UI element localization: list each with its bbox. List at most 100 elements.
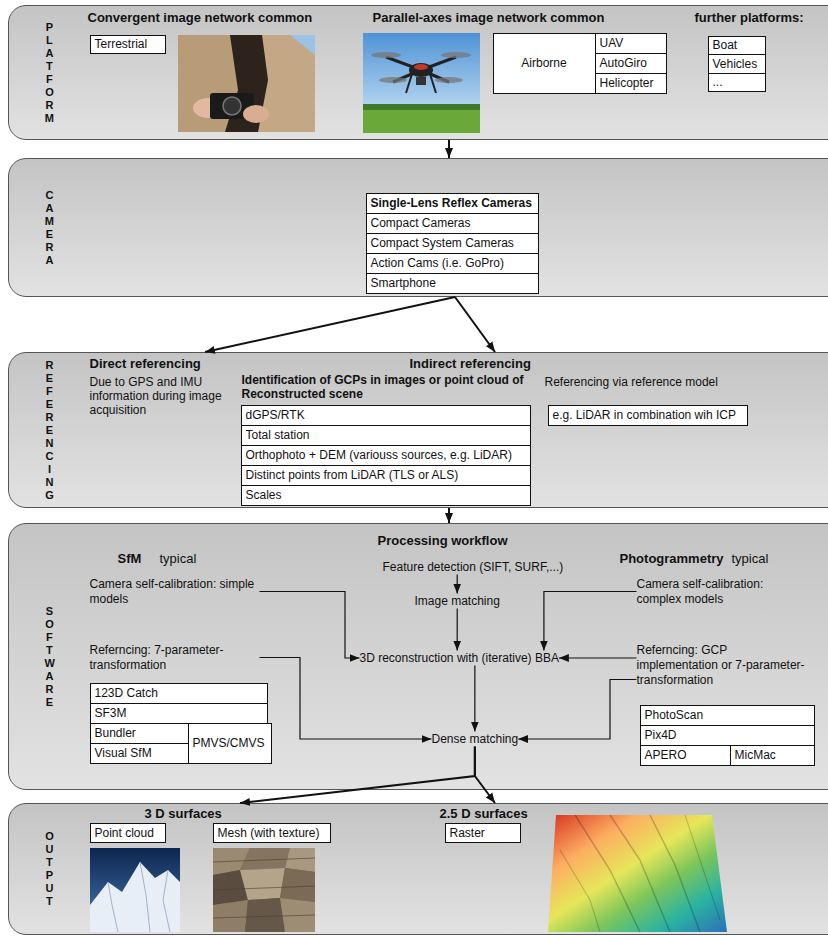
heading-text: further platforms: — [695, 10, 804, 25]
workflow-step: Camera self-calibration: simple models — [90, 577, 260, 607]
drone-photo-part — [441, 52, 471, 58]
label-box: Airborne — [493, 33, 596, 94]
heading-text: Identification of GCPs in images or poin… — [242, 373, 542, 401]
box-label: Smartphone — [371, 276, 436, 290]
drone-photo-part — [430, 74, 436, 93]
box-label: Compact Cameras — [371, 216, 471, 230]
box-label: Pix4D — [645, 728, 677, 742]
drone-photo-part — [416, 77, 426, 85]
connector-arrow — [518, 680, 636, 740]
label-box: Terrestrial — [90, 35, 166, 54]
drone-photo-part — [414, 64, 428, 70]
label-box: Smartphone — [366, 273, 539, 294]
box-label: Bundler — [95, 726, 136, 740]
box-label: PhotoScan — [645, 708, 704, 722]
rock-photo-part — [223, 97, 241, 115]
drone-photo-part — [409, 63, 433, 77]
workflow-step: Camera self-calibration: complex models — [637, 577, 807, 607]
text-slot: Referencing via reference model — [545, 375, 718, 389]
box-label: Compact System Cameras — [371, 236, 514, 250]
connector-arrow — [205, 297, 455, 352]
text-slot: Identification of GCPs in images or poin… — [242, 373, 542, 401]
connector-arrow — [260, 658, 432, 740]
point-cloud-photo-part — [90, 848, 180, 932]
label-box: Boat — [708, 36, 766, 55]
label-box: Pix4D — [640, 725, 815, 746]
heading-text: Direct referencing — [90, 356, 201, 371]
heading-text: 2.5 D surfaces — [440, 806, 528, 821]
section-label: CAMERA — [45, 189, 55, 267]
heading-text: Parallel-axes image network common — [373, 10, 605, 25]
step-text: Camera self-calibration: complex models — [637, 577, 807, 607]
heading-text: typical — [160, 551, 197, 566]
box-label: Orthophoto + DEM (variouss sources, e.g.… — [246, 448, 512, 462]
box-label: Action Cams (i.e. GoPro) — [371, 256, 504, 270]
mesh-photo-part — [213, 858, 315, 862]
connector-arrow — [455, 297, 495, 352]
rock-photo-part — [290, 35, 315, 55]
box-label: Boat — [713, 38, 738, 52]
text-slot: Direct referencing — [90, 356, 201, 371]
point-cloud-photo-part — [90, 862, 180, 932]
label-box: APERO — [640, 745, 731, 766]
section-band: SOFTWARE SfM typical Processing workflowPho… — [8, 523, 828, 790]
connector-arrow — [240, 747, 475, 804]
box-label: ... — [713, 75, 723, 89]
dem-raster-image-part — [575, 815, 640, 932]
text-slot: Processing workflow — [378, 533, 508, 548]
drone-photo-part — [363, 33, 480, 133]
section-band: CAMERA Single-Lens Reflex CamerasCompact … — [8, 158, 828, 297]
box-label: Distinct points from LiDAR (TLS or ALS) — [246, 468, 459, 482]
rock-photo — [178, 35, 315, 132]
box-label: e.g. LiDAR in combination wih ICP — [553, 408, 736, 422]
step-text: Dense matching — [432, 732, 519, 747]
drone-photo-part — [379, 77, 407, 83]
label-box: Distinct points from LiDAR (TLS or ALS) — [241, 465, 531, 486]
text-slot: SOFTWARE — [45, 605, 55, 709]
box-label: Point cloud — [95, 826, 154, 840]
box-label: Vehicles — [713, 57, 758, 71]
box-label: Mesh (with texture) — [218, 826, 320, 840]
text-slot: SfM — [118, 551, 142, 566]
point-cloud-photo — [90, 848, 180, 932]
mesh-photo-part — [280, 868, 315, 902]
heading-text: Due to GPS and IMU information during im… — [90, 375, 238, 417]
text-slot: OUTPUT — [45, 830, 55, 908]
heading-text: Convergent image network common — [88, 10, 313, 25]
box-label: UAV — [600, 36, 624, 50]
drone-photo-part — [435, 77, 463, 83]
connector-arrow — [260, 592, 360, 659]
text-slot: Photogrammetry — [620, 551, 724, 566]
box-label: Scales — [246, 488, 282, 502]
dem-raster-image-part — [685, 815, 720, 920]
label-box: Compact System Cameras — [366, 233, 539, 254]
label-box: Helicopter — [595, 73, 667, 94]
workflow-step: 3D reconstruction with (iterative) BBA — [360, 651, 559, 666]
text-slot: 2.5 D surfaces — [440, 806, 528, 821]
box-label: Total station — [246, 428, 310, 442]
point-cloud-photo-part — [163, 870, 170, 932]
label-box: Action Cams (i.e. GoPro) — [366, 253, 539, 274]
box-label: MicMac — [735, 748, 776, 762]
box-label: Visual SfM — [95, 746, 152, 760]
step-text: Image matching — [415, 594, 500, 609]
label-box: Compact Cameras — [366, 213, 539, 234]
step-text: Referncing: 7-parameter-transformation — [90, 643, 260, 673]
text-slot: typical — [160, 551, 197, 566]
section-label: OUTPUT — [45, 830, 55, 908]
box-label: Single-Lens Reflex Cameras — [371, 196, 532, 210]
point-cloud-photo-part — [140, 862, 150, 932]
text-slot: Due to GPS and IMU information during im… — [90, 375, 238, 417]
text-slot: 3 D surfaces — [145, 806, 222, 821]
step-text: Camera self-calibration: simple models — [90, 577, 260, 607]
label-box: Visual SfM — [90, 743, 189, 764]
drone-photo-part — [363, 104, 480, 110]
mesh-photo-part — [213, 886, 315, 890]
label-box: SF3M — [90, 703, 268, 724]
label-box: AutoGiro — [595, 53, 667, 74]
workflow-step: Referncing: 7-parameter-transformation — [90, 643, 260, 673]
rock-photo-part — [178, 35, 315, 132]
heading-text: Indirect referencing — [410, 356, 531, 371]
section-label: PLATFORM — [45, 21, 55, 125]
